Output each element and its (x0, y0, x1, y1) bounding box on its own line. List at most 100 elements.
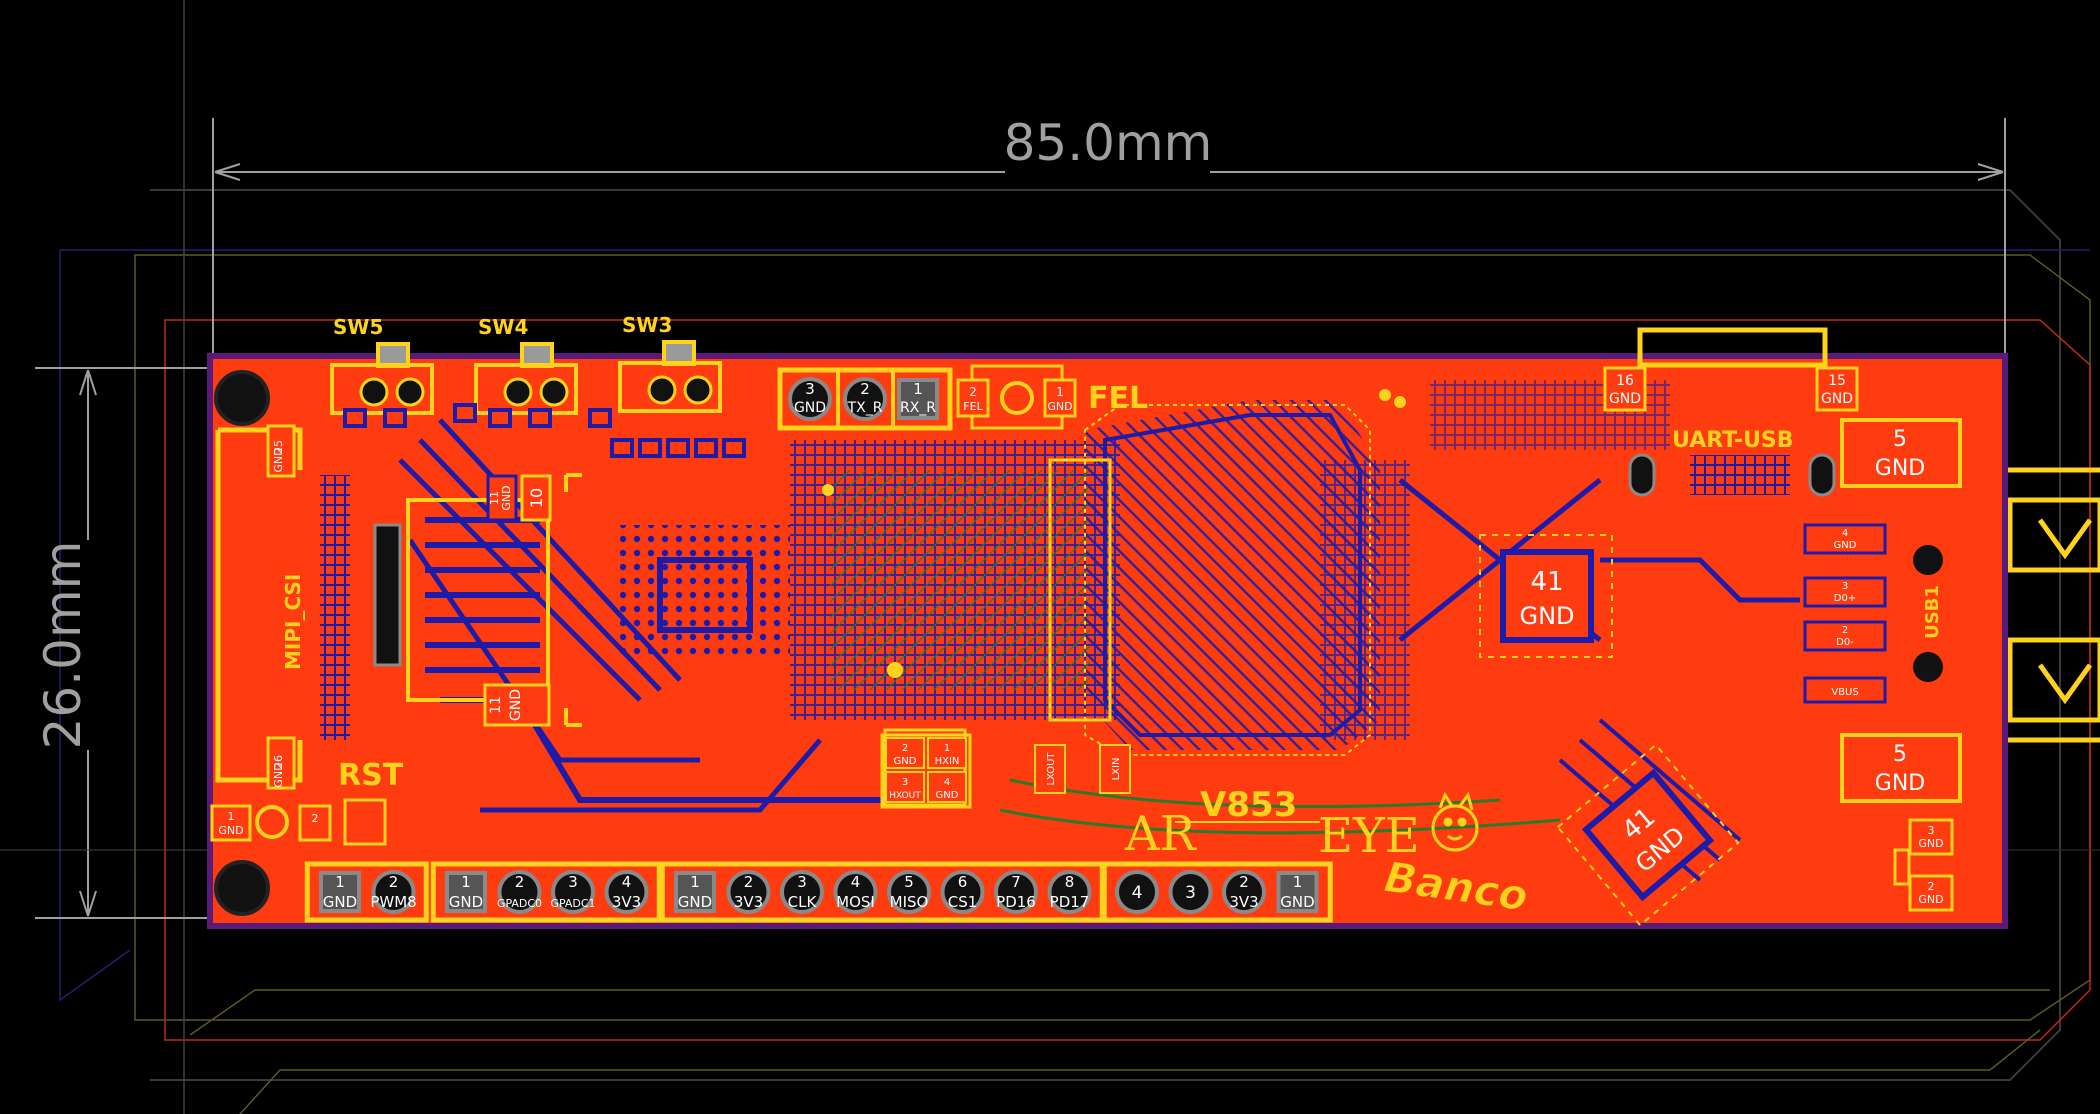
header-pin-pad (887, 870, 931, 914)
svg-text:HXOUT: HXOUT (889, 791, 921, 801)
svg-text:VBUS: VBUS (1831, 687, 1858, 698)
header-pin-number: 3 (797, 873, 807, 891)
svg-text:1: 1 (228, 810, 235, 823)
sw3-label: SW3 (622, 313, 672, 337)
svg-text:LXIN: LXIN (1111, 758, 1122, 781)
sw5-label: SW5 (333, 315, 383, 339)
svg-text:GND: GND (936, 790, 959, 801)
header-pin-name: PD16 (996, 893, 1036, 911)
uart-pin-3: 3 GND (788, 377, 832, 421)
header-pin-pad (604, 870, 649, 914)
header-pin-name: GPADC0 (497, 897, 542, 910)
header-pin-pad (833, 870, 878, 914)
header-pin-pad (445, 871, 487, 913)
header-pin: 3 (1168, 870, 1213, 914)
header-pin-pad (940, 870, 985, 914)
svg-text:2: 2 (312, 812, 319, 825)
svg-text:5: 5 (1893, 427, 1907, 452)
header-pin-name: GND (1280, 893, 1314, 911)
header-pin-name: PWM8 (370, 893, 416, 911)
header-pin-number: 3 (1185, 883, 1196, 903)
header-pin-name: GND (323, 893, 357, 911)
header-pin-number: 4 (622, 873, 632, 891)
svg-text:GND: GND (1821, 391, 1853, 407)
svg-text:11: 11 (488, 491, 501, 505)
header-pin-number: 8 (1065, 873, 1075, 891)
switch-sw4: SW4 (474, 315, 578, 415)
header-pin-number: 1 (690, 873, 700, 891)
svg-text:LXOUT: LXOUT (1046, 752, 1057, 786)
svg-text:41: 41 (1530, 567, 1563, 597)
mipi-csi-label: MIPI_CSI (281, 574, 305, 670)
header-pin-number: 2 (1239, 873, 1249, 891)
mounting-hole-bottom-left (214, 860, 270, 916)
header-pin-name: GPADC1 (550, 897, 595, 910)
svg-text:GND: GND (218, 824, 243, 837)
svg-text:GND: GND (1918, 893, 1943, 906)
svg-text:1: 1 (944, 743, 950, 754)
fel-pads: 2 FEL 1 GND FEL (956, 364, 1148, 430)
header-pin-number: 5 (904, 873, 914, 891)
uart-usb-label: UART-USB (1672, 428, 1794, 453)
crystal-pads: 2 GND 1 HXIN 3 HXOUT 4 GND LXOUT LXIN (880, 733, 1131, 809)
svg-text:2: 2 (1842, 625, 1848, 636)
title-eye: EYE (1318, 808, 1420, 864)
soc-area (822, 389, 1406, 807)
header-pin-pad (497, 870, 542, 914)
svg-text:GND: GND (500, 485, 513, 510)
sw4-label: SW4 (478, 315, 528, 339)
header-pin-name: PD17 (1050, 893, 1090, 911)
title-v853: V853 (1200, 785, 1297, 825)
header-pin-pad (1047, 870, 1092, 914)
header-pin-number: 2 (744, 873, 754, 891)
header-pin-number: 2 (515, 873, 525, 891)
header-pin-pad (726, 870, 771, 914)
svg-text:GND: GND (1918, 837, 1943, 850)
bottom-right-pads: 3 GND 2 GND (1893, 818, 1954, 912)
mounting-holes (214, 370, 270, 916)
svg-text:1: 1 (1056, 385, 1064, 399)
header-pin-pad (551, 870, 595, 914)
svg-text:25: 25 (272, 440, 285, 454)
header-pin-pad (1276, 871, 1319, 913)
rst-label: RST (338, 758, 404, 793)
svg-text:GND: GND (1609, 391, 1641, 407)
dimension-height-label: 26.0mm (34, 541, 92, 750)
svg-text:16: 16 (1616, 373, 1634, 389)
uart-header: 3 GND 2 TX_R 1 RX_R (777, 367, 953, 431)
header-pin-pad (1115, 870, 1159, 914)
header-pin-number: 6 (958, 873, 968, 891)
svg-text:GND: GND (894, 756, 917, 767)
header-pin-number: 3 (568, 873, 578, 891)
header-pin-name: 3V3 (1229, 893, 1258, 911)
svg-text:15: 15 (1828, 373, 1846, 389)
header-pin-name: 3V3 (612, 893, 641, 911)
svg-text:GND: GND (794, 400, 826, 416)
header-pin-pad (994, 870, 1038, 914)
svg-text:GND: GND (272, 762, 285, 787)
svg-text:TX_R: TX_R (847, 400, 883, 416)
svg-text:1: 1 (913, 380, 923, 398)
svg-text:3: 3 (1842, 581, 1848, 592)
svg-text:D0-: D0- (1836, 637, 1854, 648)
header-pin-pad (1222, 870, 1266, 914)
switch-sw5: SW5 (330, 315, 434, 415)
svg-text:2: 2 (860, 380, 870, 398)
uart-pin-2: 2 TX_R (843, 377, 887, 421)
header-pin-number: 7 (1011, 873, 1021, 891)
header-pin-pad (780, 870, 824, 914)
svg-text:GND: GND (1047, 400, 1072, 413)
dimension-width-label: 85.0mm (1004, 114, 1213, 172)
